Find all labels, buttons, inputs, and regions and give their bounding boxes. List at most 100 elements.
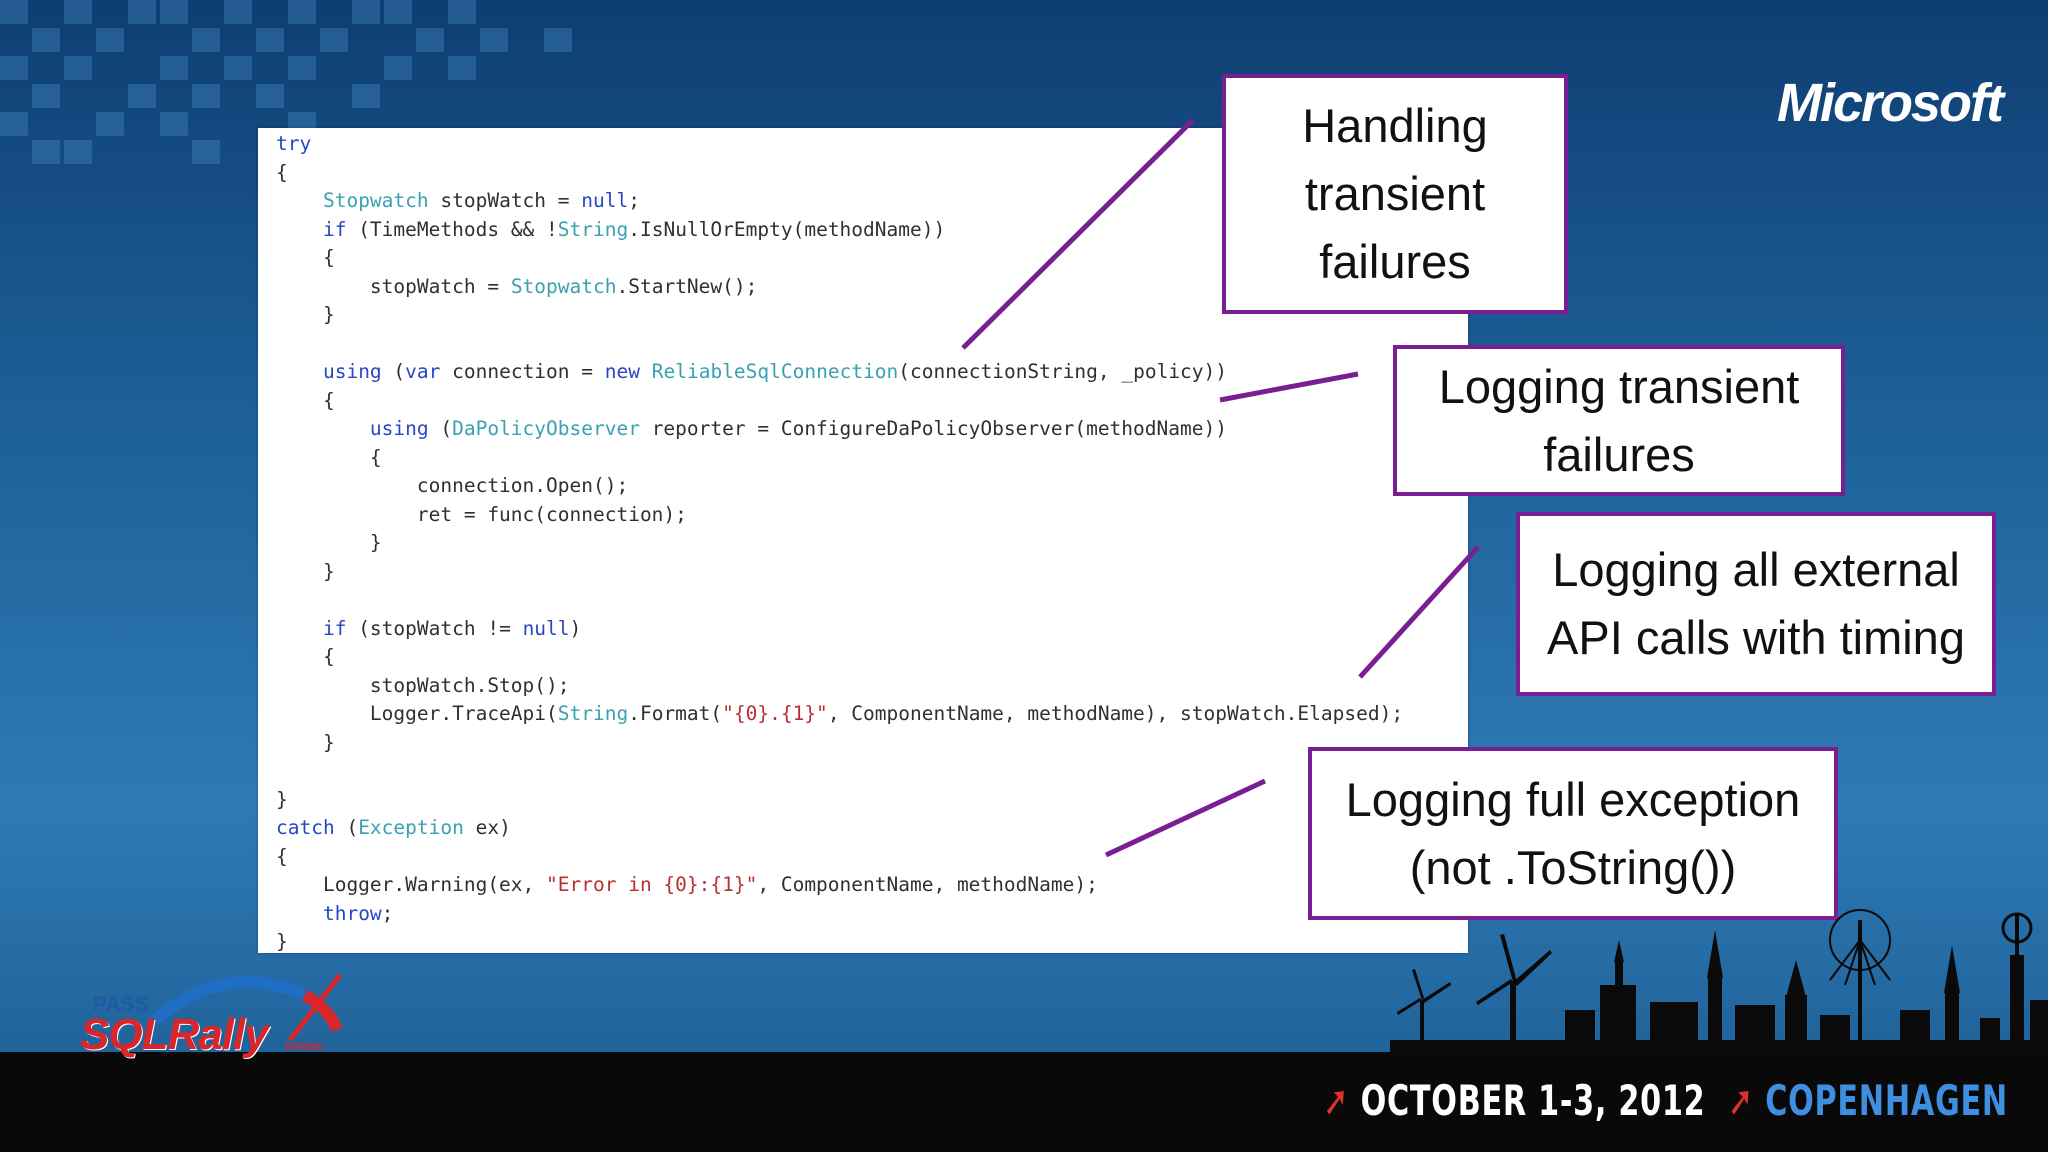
code-line: connection.Open(); bbox=[276, 472, 1403, 501]
code-token: using bbox=[369, 417, 429, 440]
code-line: { bbox=[276, 387, 1403, 416]
code-token: "Error in {0}:{1}" bbox=[546, 873, 758, 896]
background-tile bbox=[160, 112, 188, 136]
code-token: stopWatch = bbox=[276, 274, 511, 298]
sqlrally-logo-text: SQLRally bbox=[80, 1010, 269, 1059]
code-token: null bbox=[581, 189, 629, 212]
code-line: stopWatch.Stop(); bbox=[276, 672, 1403, 701]
background-tile bbox=[160, 0, 188, 24]
background-tile bbox=[32, 28, 60, 52]
callout-line: Logging transient bbox=[1438, 359, 1800, 413]
code-line: Stopwatch stopWatch = null; bbox=[276, 187, 1403, 216]
background-tile bbox=[544, 28, 572, 52]
event-date: OCTOBER 1-3, 2012 bbox=[1360, 1076, 1706, 1125]
code-line: } bbox=[276, 301, 1403, 330]
code-token: .IsNullOrEmpty(methodName)) bbox=[628, 217, 946, 241]
code-token: { bbox=[276, 445, 382, 469]
background-tile bbox=[224, 56, 252, 80]
code-token: { bbox=[276, 645, 335, 668]
background-tile bbox=[256, 28, 284, 52]
code-token: } bbox=[276, 930, 288, 953]
code-line: } bbox=[276, 786, 1403, 815]
background-tile bbox=[288, 56, 316, 80]
background-tile bbox=[384, 56, 412, 80]
background-tile bbox=[64, 56, 92, 80]
code-line: } bbox=[276, 558, 1403, 587]
callout-line: (not .ToString()) bbox=[1409, 840, 1737, 894]
code-line: stopWatch = Stopwatch.StartNew(); bbox=[276, 273, 1403, 302]
code-line: { bbox=[276, 159, 1403, 188]
background-tile bbox=[416, 28, 444, 52]
code-token: ex) bbox=[463, 816, 511, 839]
background-tile bbox=[64, 140, 92, 164]
background-tile bbox=[480, 28, 508, 52]
code-token: { bbox=[276, 160, 288, 184]
code-line: if (stopWatch != null) bbox=[276, 615, 1403, 644]
background-tile bbox=[320, 28, 348, 52]
callout-logging-transient: Logging transient failures bbox=[1393, 345, 1845, 496]
background-tile bbox=[224, 0, 252, 24]
code-block: try { Stopwatch stopWatch = null; if (Tim… bbox=[276, 130, 1403, 957]
background-tile bbox=[128, 84, 156, 108]
code-line: } bbox=[276, 729, 1403, 758]
code-token: , ComponentName, methodName); bbox=[757, 873, 1098, 896]
code-token: { bbox=[276, 246, 335, 269]
arrow-icon: ➚ bbox=[1727, 1076, 1755, 1125]
code-token: try bbox=[276, 132, 312, 155]
background-tile bbox=[352, 0, 380, 24]
code-line: throw; bbox=[276, 900, 1403, 929]
code-token: (connectionString, _policy)) bbox=[898, 360, 1228, 383]
code-token: connection = bbox=[440, 360, 605, 383]
code-token: .StartNew(); bbox=[616, 274, 758, 298]
code-token: Exception bbox=[358, 816, 464, 839]
code-token: { bbox=[276, 388, 335, 412]
code-line: { bbox=[276, 843, 1403, 872]
callout-line: failures bbox=[1319, 235, 1471, 288]
background-tile bbox=[192, 140, 220, 164]
background-tile bbox=[256, 84, 284, 108]
background-tile bbox=[64, 0, 92, 24]
background-tile bbox=[288, 0, 316, 24]
callout-line: Logging all external bbox=[1552, 543, 1960, 596]
background-tile bbox=[0, 0, 28, 24]
code-line bbox=[276, 330, 1403, 359]
code-line: if (TimeMethods && !String.IsNullOrEmpty… bbox=[276, 216, 1403, 245]
code-token: } bbox=[276, 559, 335, 583]
code-line: using (var connection = new ReliableSqlC… bbox=[276, 358, 1403, 387]
code-token: catch bbox=[276, 816, 335, 839]
code-line: Logger.TraceApi(String.Format("{0}.{1}",… bbox=[276, 700, 1403, 729]
arrow-icon: ➚ bbox=[1323, 1076, 1350, 1125]
code-token: String bbox=[557, 702, 629, 725]
pass-logo-text: PASS bbox=[93, 993, 149, 1016]
footer-bar bbox=[0, 1052, 2048, 1152]
background-tile bbox=[32, 140, 60, 164]
background-tile bbox=[384, 0, 412, 24]
speedometer-arc-logo bbox=[151, 973, 343, 1042]
code-token: if bbox=[322, 616, 347, 640]
code-token: { bbox=[276, 844, 288, 868]
code-token: var bbox=[405, 360, 441, 383]
code-line bbox=[276, 586, 1403, 615]
callout-line: failures bbox=[1543, 427, 1695, 481]
background-tile bbox=[0, 56, 28, 80]
code-line: { bbox=[276, 244, 1403, 273]
code-token: } bbox=[276, 730, 335, 754]
code-token bbox=[640, 360, 652, 383]
code-line: } bbox=[276, 928, 1403, 957]
code-token bbox=[276, 617, 323, 640]
code-token: Stopwatch bbox=[322, 189, 429, 212]
background-tile bbox=[160, 56, 188, 80]
code-line bbox=[276, 757, 1403, 786]
code-token: String bbox=[557, 217, 629, 241]
code-token: null bbox=[522, 616, 570, 640]
code-token: if bbox=[322, 217, 347, 241]
code-token: } bbox=[276, 303, 335, 326]
code-token: (stopWatch != bbox=[346, 616, 523, 640]
code-token: new bbox=[604, 360, 640, 383]
code-token: ( bbox=[428, 417, 453, 440]
code-line: { bbox=[276, 643, 1403, 672]
code-token: "{0}.{1}" bbox=[722, 702, 828, 725]
code-token bbox=[276, 417, 370, 440]
